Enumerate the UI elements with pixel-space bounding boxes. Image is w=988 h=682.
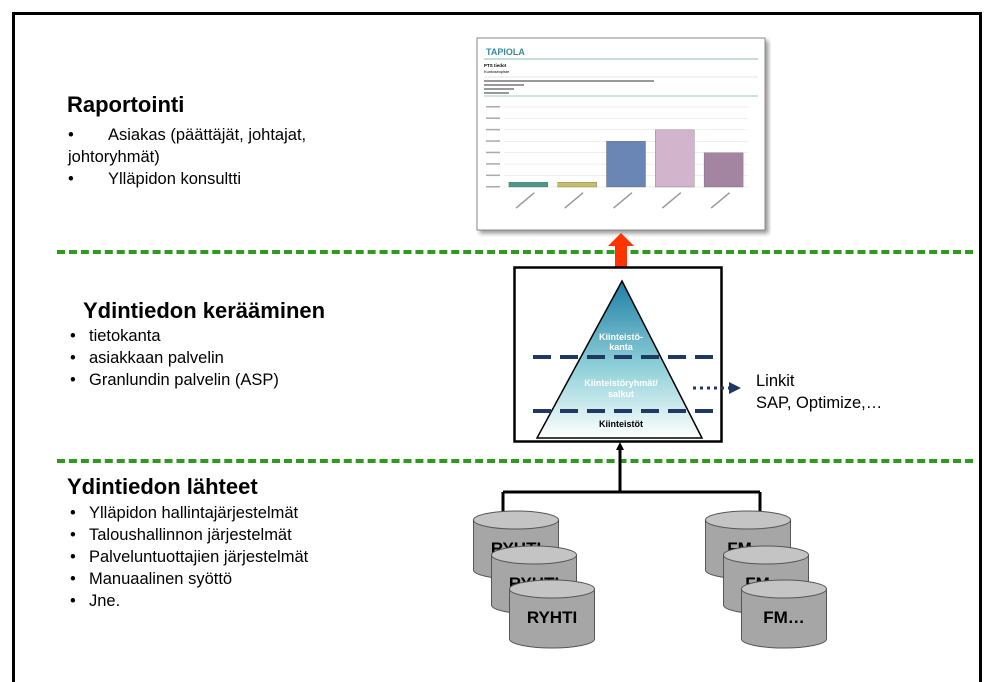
category-label xyxy=(515,192,535,209)
report-subtitle: Kuntoseopiste xyxy=(484,69,510,74)
pyramid-shape xyxy=(535,279,704,439)
category-label xyxy=(613,192,633,209)
database-stacks: RYHTIRYHTIRYHTIFM…FM…FM… xyxy=(473,510,827,649)
collection-heading: Ydintiedon kerääminen xyxy=(83,298,326,323)
tick-label xyxy=(486,117,500,119)
list-item: johtoryhmät) xyxy=(68,148,160,166)
chart-bar xyxy=(606,141,646,188)
sources-heading: Ydintiedon lähteet xyxy=(67,474,258,499)
database-cylinder: FM… xyxy=(741,579,827,649)
list-item: •tietokanta xyxy=(70,327,161,345)
chart-bar xyxy=(655,129,695,188)
database-label: RYHTI xyxy=(527,608,577,627)
category-label xyxy=(661,192,682,209)
list-item: •Palveluntuottajien järjestelmät xyxy=(70,548,309,566)
tick-label xyxy=(486,128,500,131)
pyramid-bottom-label: Kiinteistöt xyxy=(599,419,643,429)
list-item: •asiakkaan palvelin xyxy=(70,349,224,367)
chart-bar xyxy=(703,152,744,188)
links-title: Linkit xyxy=(756,372,795,390)
tick-label xyxy=(486,174,500,177)
category-label xyxy=(564,192,584,209)
list-item: •Jne. xyxy=(70,592,121,610)
arrow-up-icon xyxy=(608,233,634,269)
links-text: Linkit SAP, Optimize,… xyxy=(756,370,882,414)
pyramid-top-label: Kiinteistö- xyxy=(599,332,643,342)
pyramid-middle-label-2: salkut xyxy=(608,389,634,399)
list-item: •Manuaalinen syöttö xyxy=(70,570,233,588)
tick-label xyxy=(486,163,500,165)
reporting-list: •Asiakas (päättäjät, johtajat, johtoryhm… xyxy=(68,124,307,190)
report-thumbnail: TAPIOLA PTS tiedot Kuntoseopiste xyxy=(476,37,766,231)
collection-list: •tietokanta •asiakkaan palvelin •Granlun… xyxy=(70,325,279,391)
pyramid-diagram: Kiinteistö- kanta Kiinteistöryhmät/ salk… xyxy=(513,266,723,443)
list-item: •Granlundin palvelin (ASP) xyxy=(70,371,279,389)
report-logo: TAPIOLA xyxy=(486,47,525,57)
tick-label xyxy=(486,151,500,154)
sources-diagram: RYHTIRYHTIRYHTIFM…FM…FM… xyxy=(473,442,827,649)
database-cylinder: RYHTI xyxy=(509,579,595,649)
chart-bars xyxy=(508,129,744,209)
list-item: •Asiakas (päättäjät, johtajat, xyxy=(68,126,307,144)
pyramid-middle-label: Kiinteistöryhmät/ xyxy=(584,378,658,388)
tick-label xyxy=(486,186,500,188)
divider-bottom xyxy=(57,459,973,463)
tick-label xyxy=(486,106,500,108)
chart-bar xyxy=(508,181,549,188)
tick-label xyxy=(486,140,500,142)
reporting-heading: Raportointi xyxy=(67,92,185,117)
list-item: •Ylläpidon konsultti xyxy=(68,170,241,188)
chart-bar xyxy=(557,181,597,188)
category-label xyxy=(710,192,731,209)
links-arrow-icon xyxy=(693,382,741,394)
links-systems: SAP, Optimize,… xyxy=(756,394,883,412)
list-item: •Taloushallinnon järjestelmät xyxy=(70,526,292,544)
pyramid-top-label-2: kanta xyxy=(609,342,634,352)
report-title: PTS tiedot xyxy=(484,63,507,68)
slide-frame xyxy=(12,12,982,682)
divider-top xyxy=(57,250,973,254)
list-item: •Ylläpidon hallintajärjestelmät xyxy=(70,504,299,522)
sources-list: •Ylläpidon hallintajärjestelmät •Taloush… xyxy=(70,502,309,612)
database-label: FM… xyxy=(763,608,805,627)
